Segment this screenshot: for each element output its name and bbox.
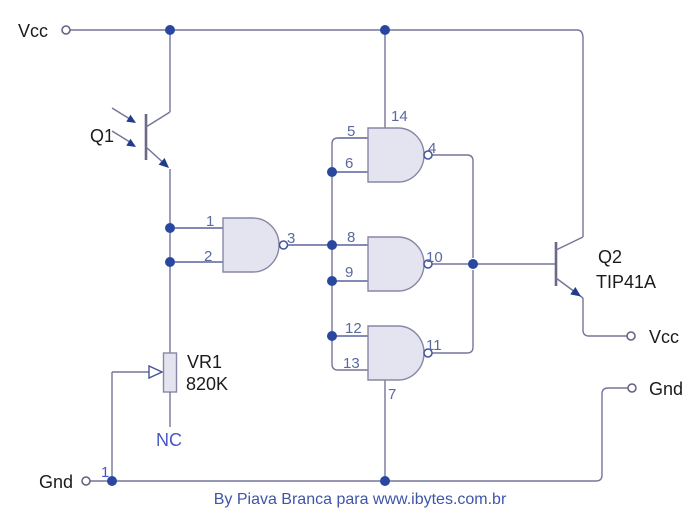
credit-caption: By Piava Branca para www.ibytes.com.br: [214, 491, 507, 508]
vcc-top-label: Vcc: [18, 21, 48, 41]
pin-label-13: 13: [343, 355, 360, 372]
q2-part-label: TIP41A: [596, 272, 656, 292]
pin-label-12: 12: [345, 320, 362, 337]
nand-gate-1: [222, 217, 289, 273]
vr1-nc-label: NC: [156, 430, 182, 450]
potentiometer-vr1: [111, 352, 178, 481]
gnd-right-label: Gnd: [649, 379, 683, 399]
pin-label-3: 3: [287, 230, 295, 247]
pin-label-5: 5: [347, 123, 355, 140]
pin-label-10: 10: [426, 249, 443, 266]
pin-label-9: 9: [345, 264, 353, 281]
light-arrows-icon: [111, 107, 136, 147]
transistor-q2: [554, 236, 627, 337]
gate-output-wires: [287, 154, 555, 354]
pin-label-6: 6: [345, 155, 353, 172]
nand-gate-4: [367, 325, 433, 381]
phototransistor-q1: [111, 30, 171, 168]
vr1-gnd-pin-label: 1: [101, 464, 109, 481]
vr1-label: VR1: [187, 352, 222, 372]
pin-label-2: 2: [204, 248, 212, 265]
middle-input-rail: [331, 137, 368, 371]
pin-label-11: 11: [426, 337, 442, 354]
power-rail-top: [70, 29, 584, 237]
pin-label-14: 14: [391, 108, 408, 125]
nand-gate-3: [367, 236, 433, 292]
left-input-rail: [169, 169, 223, 353]
pin-label-8: 8: [347, 229, 355, 246]
gnd-left-label: Gnd: [39, 472, 73, 492]
vr1-value-label: 820K: [186, 374, 228, 394]
pin-label-4: 4: [428, 140, 436, 157]
terminal-circles: [61, 25, 637, 486]
vcc-right-label: Vcc: [649, 327, 679, 347]
pin-label-7: 7: [388, 386, 396, 403]
q2-label: Q2: [598, 247, 622, 267]
nand-gate-2: [367, 127, 433, 183]
pin-label-1: 1: [206, 213, 214, 230]
ground-rail-bottom: [90, 387, 628, 482]
q1-label: Q1: [90, 126, 114, 146]
junction-dots: [107, 25, 478, 486]
